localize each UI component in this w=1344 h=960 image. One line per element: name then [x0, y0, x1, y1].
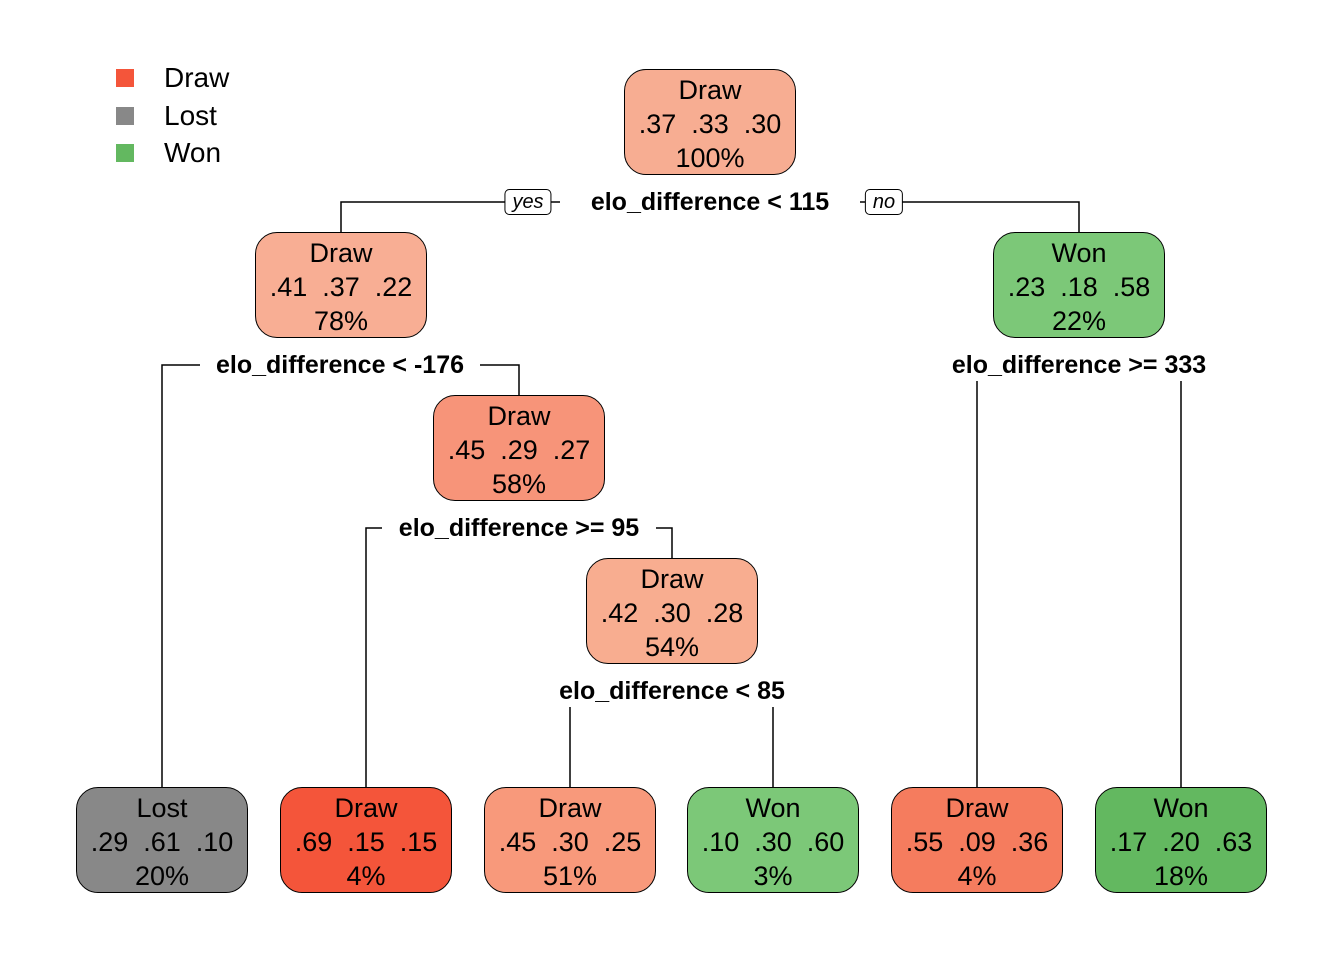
split-label-node-11: elo_difference < 85: [557, 676, 787, 706]
node-probabilities: .17 .20 .63: [1109, 827, 1253, 857]
node-percent: 4%: [346, 861, 386, 891]
node-probabilities: .42 .30 .28: [600, 598, 744, 628]
node-class: Won: [1051, 238, 1107, 268]
node-probabilities: .29 .61 .10: [90, 827, 234, 857]
node-class: Won: [1153, 793, 1209, 823]
tree-leaf-won-1: Won .10 .30 .60 3%: [687, 787, 859, 893]
node-probabilities: .55 .09 .36: [905, 827, 1049, 857]
node-percent: 20%: [134, 861, 190, 891]
branch-no-label: no: [864, 189, 904, 215]
edge-n5-right: [656, 527, 673, 558]
edge-root-left: [340, 201, 560, 232]
node-probabilities: .69 .15 .15: [294, 827, 438, 857]
tree-node-11: Draw .42 .30 .28 54%: [586, 558, 758, 664]
node-probabilities: .37 .33 .30: [638, 109, 782, 139]
node-class: Draw: [309, 238, 373, 268]
node-class: Draw: [678, 75, 742, 105]
node-percent: 51%: [542, 861, 598, 891]
node-percent: 22%: [1051, 306, 1107, 336]
legend-label-draw: Draw: [164, 62, 230, 93]
tree-leaf-lost: Lost .29 .61 .10 20%: [76, 787, 248, 893]
tree-node-3: Won .23 .18 .58 22%: [993, 232, 1165, 338]
legend-label-lost: Lost: [164, 99, 217, 131]
tree-node-root: Draw .37 .33 .30 100%: [624, 69, 796, 175]
tree-node-2: Draw .41 .37 .22 78%: [255, 232, 427, 338]
split-label-node-3: elo_difference >= 333: [949, 350, 1209, 380]
tree-node-5: Draw .45 .29 .27 58%: [433, 395, 605, 501]
edge-n5-left: [365, 527, 382, 787]
legend-label-won: Won: [164, 137, 222, 168]
tree-leaf-draw-2: Draw .45 .30 .25 51%: [484, 787, 656, 893]
node-class: Won: [745, 793, 801, 823]
branch-yes-label: yes: [504, 189, 552, 215]
node-percent: 54%: [644, 632, 700, 662]
legend-swatch-won: [116, 144, 134, 162]
edge-root-right: [860, 201, 1080, 232]
node-class: Draw: [640, 564, 704, 594]
node-percent: 78%: [313, 306, 369, 336]
tree-leaf-draw-3: Draw .55 .09 .36 4%: [891, 787, 1063, 893]
node-probabilities: .23 .18 .58: [1007, 272, 1151, 302]
split-label-node-5: elo_difference >= 95: [396, 513, 642, 543]
node-percent: 4%: [957, 861, 997, 891]
tree-leaf-won-2: Won .17 .20 .63 18%: [1095, 787, 1267, 893]
split-label-node-2: elo_difference < -176: [213, 350, 467, 380]
tree-leaf-draw-1: Draw .69 .15 .15 4%: [280, 787, 452, 893]
legend-swatch-lost: [116, 106, 134, 125]
node-probabilities: .10 .30 .60: [701, 827, 845, 857]
node-class: Draw: [945, 793, 1009, 823]
node-probabilities: .45 .30 .25: [498, 827, 642, 857]
node-percent: 58%: [491, 469, 547, 499]
node-class: Draw: [334, 793, 398, 823]
edge-n2-right: [480, 364, 520, 395]
node-class: Draw: [538, 793, 602, 823]
edge-n2-left: [161, 364, 200, 787]
node-class: Draw: [487, 401, 551, 431]
node-percent: 100%: [675, 143, 745, 173]
node-percent: 18%: [1153, 861, 1209, 891]
node-probabilities: .45 .29 .27: [447, 435, 591, 465]
node-class: Lost: [136, 793, 188, 823]
legend-swatch-draw: [116, 69, 134, 87]
split-label-root: elo_difference < 115: [588, 187, 832, 217]
node-probabilities: .41 .37 .22: [269, 272, 413, 302]
node-percent: 3%: [753, 861, 793, 891]
